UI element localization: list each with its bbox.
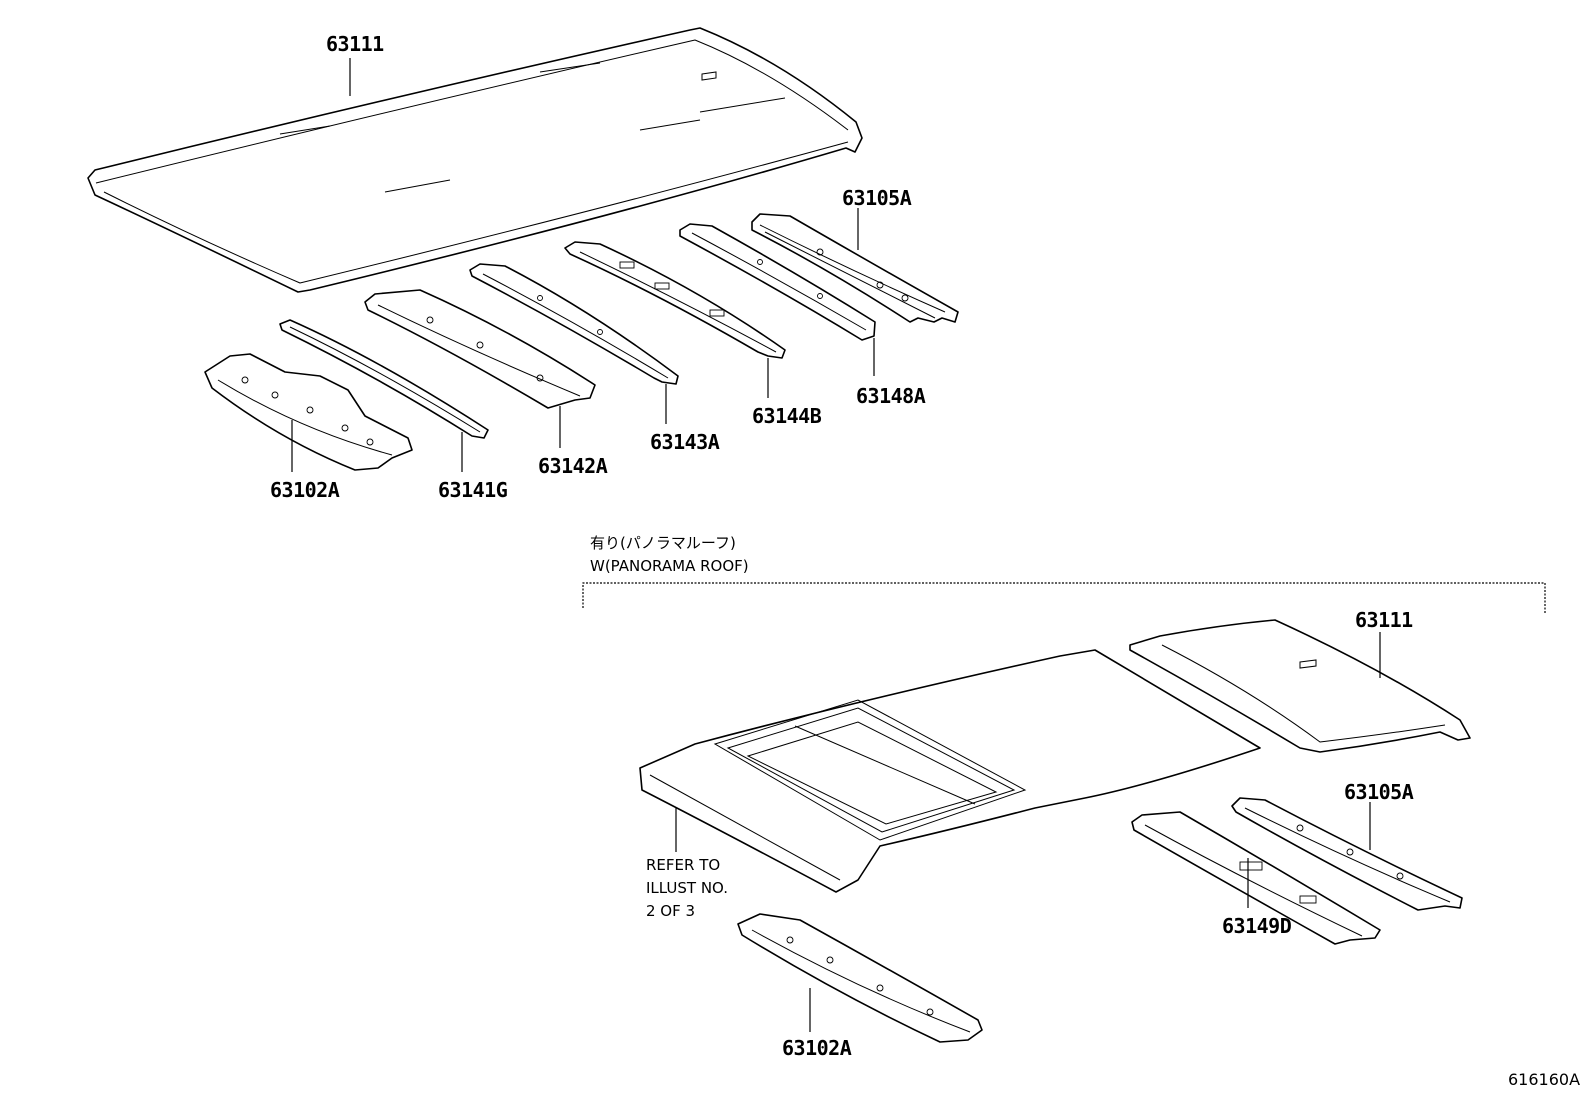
- part-label-63149d-bottom: 63149D: [1222, 914, 1292, 938]
- part-label-63111-bottom: 63111: [1355, 608, 1413, 632]
- refer-note-line-2: ILLUST NO.: [646, 879, 729, 897]
- part-label-63105a-bottom: 63105A: [1344, 780, 1414, 804]
- part-label-63102a-top: 63102A: [270, 478, 340, 502]
- variant-label-japanese: 有り(パノラマルーフ): [590, 534, 736, 552]
- roof-panel-bottom: [1129, 619, 1471, 753]
- part-label-63111-top: 63111: [326, 32, 384, 56]
- roof-bow-63148a-top: [679, 223, 876, 341]
- part-label-63102a-bottom: 63102A: [782, 1036, 852, 1060]
- front-header-63102a-bottom: [737, 913, 983, 1043]
- roof-bow-63143a-top: [469, 263, 679, 385]
- part-label-63142a-top: 63142A: [538, 454, 608, 478]
- roof-bow-63144b-top: [564, 241, 786, 359]
- refer-note-line-1: REFER TO: [646, 856, 721, 874]
- refer-note: REFER TO ILLUST NO. 2 OF 3: [646, 854, 728, 923]
- part-label-63141g-top: 63141G: [438, 478, 508, 502]
- part-label-63105a-top: 63105A: [842, 186, 912, 210]
- drawing-code: 616160A: [1508, 1070, 1581, 1089]
- variant-bracket: [582, 582, 1546, 613]
- roof-panel-top: [87, 27, 863, 293]
- panorama-roof-front-section: [639, 649, 1261, 893]
- part-label-63144b-top: 63144B: [752, 404, 822, 428]
- variant-label-english: W(PANORAMA ROOF): [590, 557, 749, 575]
- part-label-63148a-top: 63148A: [856, 384, 926, 408]
- roof-bow-63149d-bottom: [1131, 811, 1381, 945]
- roof-bow-63105a-bottom: [1231, 797, 1463, 911]
- front-header-63102a-top: [204, 353, 413, 471]
- roof-bow-63142a-top: [364, 289, 596, 409]
- roof-bow-63141g-top: [279, 319, 489, 439]
- part-label-63143a-top: 63143A: [650, 430, 720, 454]
- leader-lines-bottom: [675, 632, 1381, 1032]
- roof-bow-63105a-top: [751, 213, 959, 323]
- leader-lines-top: [291, 58, 875, 472]
- refer-note-line-3: 2 OF 3: [646, 902, 696, 920]
